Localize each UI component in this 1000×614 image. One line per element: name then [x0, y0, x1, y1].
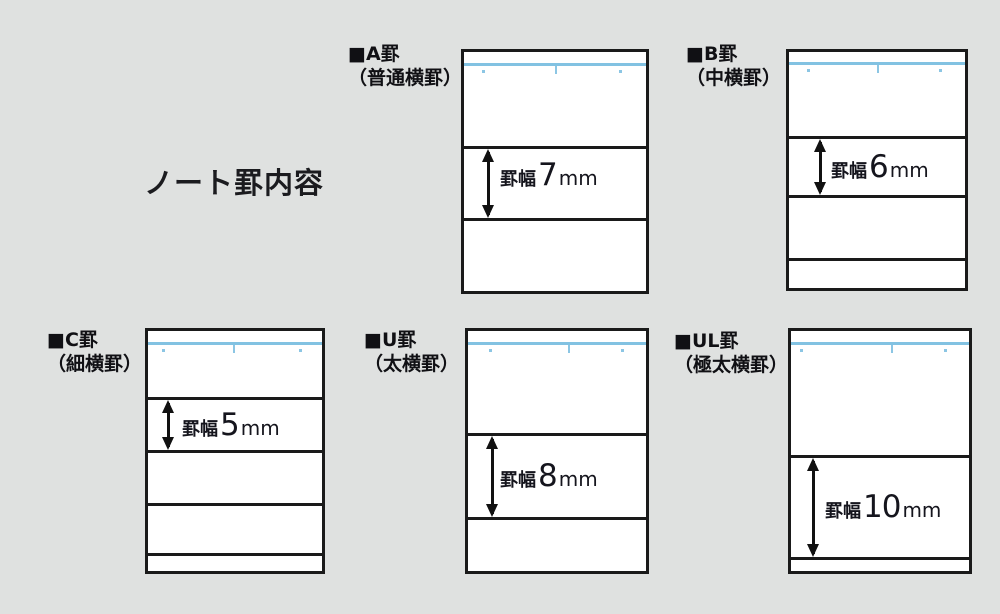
tick-mark: [877, 65, 879, 73]
panel-a-name: ■A罫: [348, 43, 400, 65]
rule-line: [468, 433, 646, 436]
header-rule-line: [468, 342, 646, 345]
dimension-unit: mm: [240, 416, 280, 440]
dimension-arrow: [162, 400, 175, 450]
tick-mark: [938, 69, 942, 72]
page-title: ノート罫内容: [144, 166, 325, 200]
tick-mark: [482, 70, 486, 73]
tick-mark: [621, 349, 625, 352]
arrow-head-down-icon: [486, 504, 498, 517]
dimension-label: 罫幅: [825, 501, 861, 522]
panel-b-subname: （中横罫）: [686, 67, 782, 89]
dimension-label: 罫幅: [500, 169, 536, 190]
panel-b-label: ■B罫 （中横罫）: [686, 42, 781, 90]
panel-ul-name: ■UL罫: [674, 330, 739, 352]
header-rule-line: [148, 342, 322, 345]
arrow-head-down-icon: [814, 182, 826, 195]
dimension-arrow: [807, 458, 820, 557]
rule-line: [789, 136, 965, 139]
tick-mark: [618, 70, 622, 73]
rule-line: [791, 557, 969, 560]
dimension-arrow: [486, 436, 499, 517]
rule-line: [148, 503, 322, 506]
rule-line: [468, 517, 646, 520]
tick-mark: [806, 69, 810, 72]
rule-line: [791, 455, 969, 458]
panel-a-subname: （普通横罫）: [348, 67, 463, 89]
panel-b-name: ■B罫: [686, 43, 738, 65]
rule-line: [148, 397, 322, 400]
panel-c-label: ■C罫 （細横罫）: [47, 328, 142, 376]
panel-u-name: ■U罫: [364, 329, 417, 351]
panel-c-subname: （細横罫）: [47, 353, 143, 375]
dimension-arrow: [814, 139, 827, 195]
tick-mark: [567, 345, 570, 353]
dimension-label: 罫幅: [831, 161, 867, 182]
tick-mark: [555, 66, 557, 74]
dimension-value: 8: [538, 458, 558, 494]
dimension-unit: mm: [889, 158, 929, 182]
panel-c-name: ■C罫: [47, 329, 98, 351]
rule-line: [464, 218, 646, 221]
dimension-arrow: [482, 149, 495, 218]
panel-u-subname: （太横罫）: [364, 353, 460, 375]
tick-mark: [489, 349, 493, 352]
dimension-label: 罫幅: [182, 419, 218, 440]
dimension-unit: mm: [558, 467, 598, 491]
dimension-unit: mm: [558, 166, 598, 190]
header-rule-line: [789, 62, 965, 65]
arrow-shaft: [167, 403, 170, 447]
panel-u-label: ■U罫 （太横罫）: [364, 328, 459, 376]
tick-mark: [233, 345, 236, 353]
panel-ul-label: ■UL罫 （極太横罫）: [674, 329, 788, 377]
rule-line: [464, 146, 646, 149]
tick-mark: [799, 349, 803, 352]
tick-mark: [161, 349, 165, 352]
rule-line: [148, 553, 322, 556]
arrow-shaft: [487, 152, 490, 215]
tick-mark: [944, 349, 948, 352]
tick-mark: [890, 345, 893, 353]
dimension-value: 10: [863, 489, 901, 525]
rule-line: [789, 258, 965, 261]
dimension-value: 5: [220, 407, 240, 443]
arrow-head-down-icon: [162, 437, 174, 450]
dimension-value: 7: [538, 157, 558, 193]
arrow-shaft: [819, 142, 822, 192]
dimension-value: 6: [869, 149, 889, 185]
panel-ul-subname: （極太横罫）: [674, 354, 789, 376]
rule-line: [789, 195, 965, 198]
dimension-label: 罫幅: [500, 470, 536, 491]
arrow-shaft: [491, 439, 494, 514]
arrow-head-down-icon: [482, 205, 494, 218]
panel-a-label: ■A罫 （普通横罫）: [348, 42, 462, 90]
header-rule-line: [791, 342, 969, 345]
tick-mark: [299, 349, 303, 352]
rule-line: [148, 450, 322, 453]
header-rule-line: [464, 63, 646, 66]
dimension-unit: mm: [902, 498, 942, 522]
arrow-head-down-icon: [807, 544, 819, 557]
arrow-shaft: [812, 461, 815, 554]
